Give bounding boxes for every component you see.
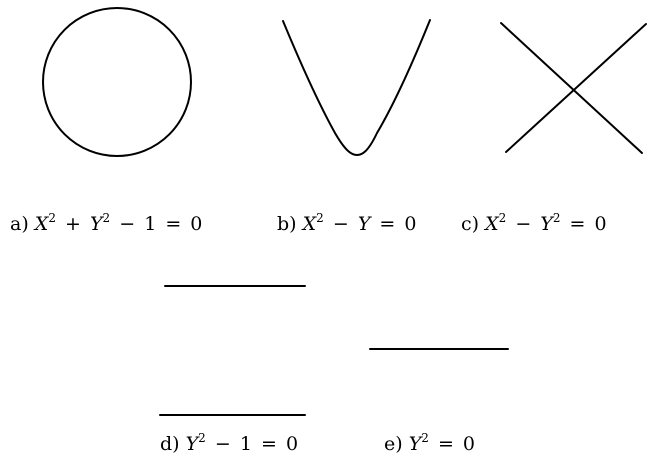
caption-b-var-x: X <box>302 213 317 235</box>
caption-b-var-y: Y <box>357 213 371 235</box>
caption-c-var-y: Y <box>540 213 553 235</box>
caption-a-var-x: X <box>34 213 49 235</box>
caption-d-const: 1 <box>239 433 252 455</box>
caption-d-eq: = <box>260 433 277 455</box>
caption-a-op-2: − <box>119 213 136 235</box>
caption-a-eq: = <box>165 213 182 235</box>
parabola-curve <box>282 19 431 157</box>
caption-a-exp-2: 2 <box>102 211 111 225</box>
caption-c-var-x: X <box>485 213 499 235</box>
caption-d-op-1: − <box>214 433 231 455</box>
caption-a-label: a) <box>10 213 29 235</box>
caption-b-label: b) <box>277 213 297 235</box>
caption-b: b) X2 − Y = 0 <box>277 211 417 235</box>
caption-c-op-1: − <box>515 213 532 235</box>
caption-b-op-1: − <box>332 213 349 235</box>
caption-a-op-1: + <box>65 213 81 235</box>
caption-e: e) Y2 = 0 <box>384 431 476 455</box>
caption-c-exp-1: 2 <box>498 211 507 225</box>
caption-e-exp-1: 2 <box>421 431 429 445</box>
caption-c: c) X2 − Y2 = 0 <box>461 211 607 235</box>
cross-line-2 <box>505 23 647 153</box>
caption-c-eq: = <box>569 213 586 235</box>
cross-line-1 <box>500 22 643 154</box>
caption-b-exp-1: 2 <box>316 211 324 225</box>
caption-a: a) X2 + Y2 − 1 = 0 <box>10 211 203 235</box>
caption-e-var-y: Y <box>408 433 422 455</box>
caption-a-exp-1: 2 <box>48 211 56 225</box>
caption-c-label: c) <box>461 213 480 235</box>
caption-d-label: d) <box>160 433 180 455</box>
caption-b-rhs: 0 <box>404 213 417 235</box>
caption-a-const: 1 <box>144 213 157 235</box>
caption-c-exp-2: 2 <box>552 211 561 225</box>
caption-a-var-y: Y <box>89 213 103 235</box>
caption-a-rhs: 0 <box>190 213 203 235</box>
caption-d: d) Y2 − 1 = 0 <box>160 431 299 455</box>
caption-d-rhs: 0 <box>285 433 299 455</box>
caption-d-var-y: Y <box>185 433 199 455</box>
caption-d-exp-1: 2 <box>198 431 206 445</box>
circle-curve <box>42 7 192 157</box>
caption-c-rhs: 0 <box>594 213 607 235</box>
caption-e-label: e) <box>384 433 403 455</box>
caption-e-eq: = <box>437 433 454 455</box>
caption-e-rhs: 0 <box>462 433 476 455</box>
caption-b-eq: = <box>379 213 396 235</box>
